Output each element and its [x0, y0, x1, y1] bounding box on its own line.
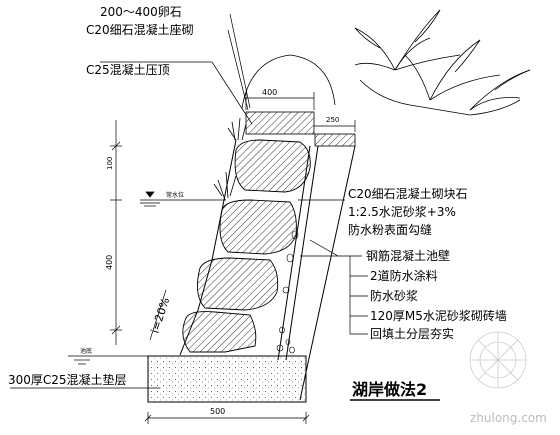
- plant-illustration: [354, 9, 531, 116]
- label-waterproof-mortar: 防水砂浆: [370, 288, 418, 303]
- concrete-cushion: [147, 355, 307, 403]
- label-brick-wall: 120厚M5水泥砂浆砌砖墙: [370, 308, 507, 323]
- label-c20-block-1: C20细石混凝土砌块石: [348, 186, 468, 201]
- label-cushion: 300厚C25混凝土垫层: [8, 372, 127, 387]
- label-backfill: 回填土分层夯实: [370, 326, 454, 341]
- leader-lines: [10, 13, 368, 389]
- label-waterproof-coat: 2道防水涂料: [370, 268, 438, 283]
- watermark-logo: [469, 331, 527, 389]
- label-rc-wall: 钢筋混凝土池壁: [366, 248, 450, 263]
- slope-label: i=20%: [148, 296, 172, 335]
- drawing-title: 湖岸做法2: [352, 380, 427, 399]
- wall-outline: [179, 139, 356, 401]
- top-coping: [314, 133, 356, 147]
- label-c20-block-2: 1:2.5水泥砂浆+3%: [348, 204, 456, 219]
- label-c25-cap: C25混凝土压顶: [86, 62, 170, 77]
- watermark-text: zhulong.com: [470, 411, 547, 425]
- water-level-marks: [68, 191, 226, 365]
- label-cobble: 200～400卵石: [100, 5, 182, 19]
- pool-bottom-label: 池底: [80, 347, 92, 355]
- stone-blocks: [182, 139, 311, 353]
- grass-tufts: [213, 117, 247, 201]
- dim-400-top: 400: [262, 88, 277, 97]
- vertical-dimension: [110, 120, 122, 345]
- slope-marker: [149, 289, 167, 341]
- normal-water-label: 常水位: [166, 191, 184, 199]
- dim-500: 500: [210, 407, 225, 416]
- dim-400-vert: 400: [105, 255, 114, 270]
- dim-250: 250: [326, 116, 339, 124]
- label-c20-base: C20细石混凝土座砌: [86, 22, 194, 37]
- c25-cap-block: [245, 111, 315, 135]
- bottom-dimension: [144, 412, 310, 424]
- label-c20-block-3: 防水粉表面勾缝: [348, 222, 432, 237]
- cobble-arc: [241, 54, 336, 109]
- pebble-marks: [276, 230, 299, 354]
- dim-100: 100: [106, 157, 114, 170]
